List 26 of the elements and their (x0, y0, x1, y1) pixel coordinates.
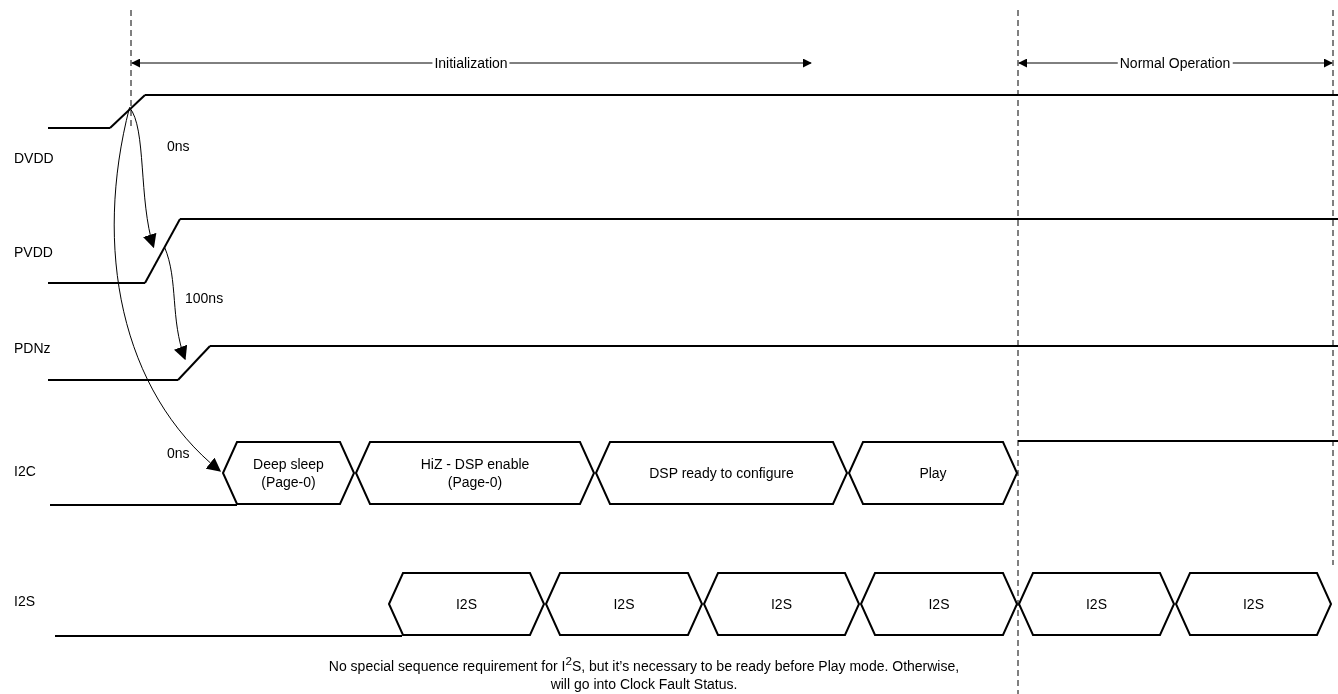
bus-state-hexagon: I2S (545, 572, 703, 636)
signal-name: PVDD (14, 244, 53, 260)
rising-edge (144, 218, 181, 284)
bus-state-hexagon: DSP ready to configure (595, 441, 848, 505)
bus-state-hexagon: I2S (1018, 572, 1175, 636)
bus-state-hexagon: Deep sleep (Page-0) (222, 441, 355, 505)
bus-state-hexagon: HiZ - DSP enable (Page-0) (355, 441, 595, 505)
phase-label: Initialization (432, 55, 510, 71)
signal-name: I2C (14, 463, 36, 479)
signal-name: I2S (14, 593, 35, 609)
bus-state-hexagon: I2S (703, 572, 860, 636)
bus-state-hexagon: I2S (860, 572, 1018, 636)
phase-label: Normal Operation (1117, 55, 1233, 71)
timing-arrow (129, 107, 157, 249)
bus-state-hexagon: Play (848, 441, 1018, 505)
signal-name: DVDD (14, 150, 54, 166)
bus-state-hexagon: I2S (1175, 572, 1332, 636)
bus-state-hexagon: I2S (388, 572, 545, 636)
delay-label: 100ns (185, 290, 224, 306)
timing-arrow (164, 246, 188, 361)
signal-name: PDNz (14, 340, 51, 356)
rising-edge (109, 94, 146, 129)
rising-edge (177, 345, 211, 381)
timing-arrow (113, 107, 222, 472)
delay-label: 0ns (167, 445, 190, 461)
delay-label: 0ns (167, 138, 190, 154)
